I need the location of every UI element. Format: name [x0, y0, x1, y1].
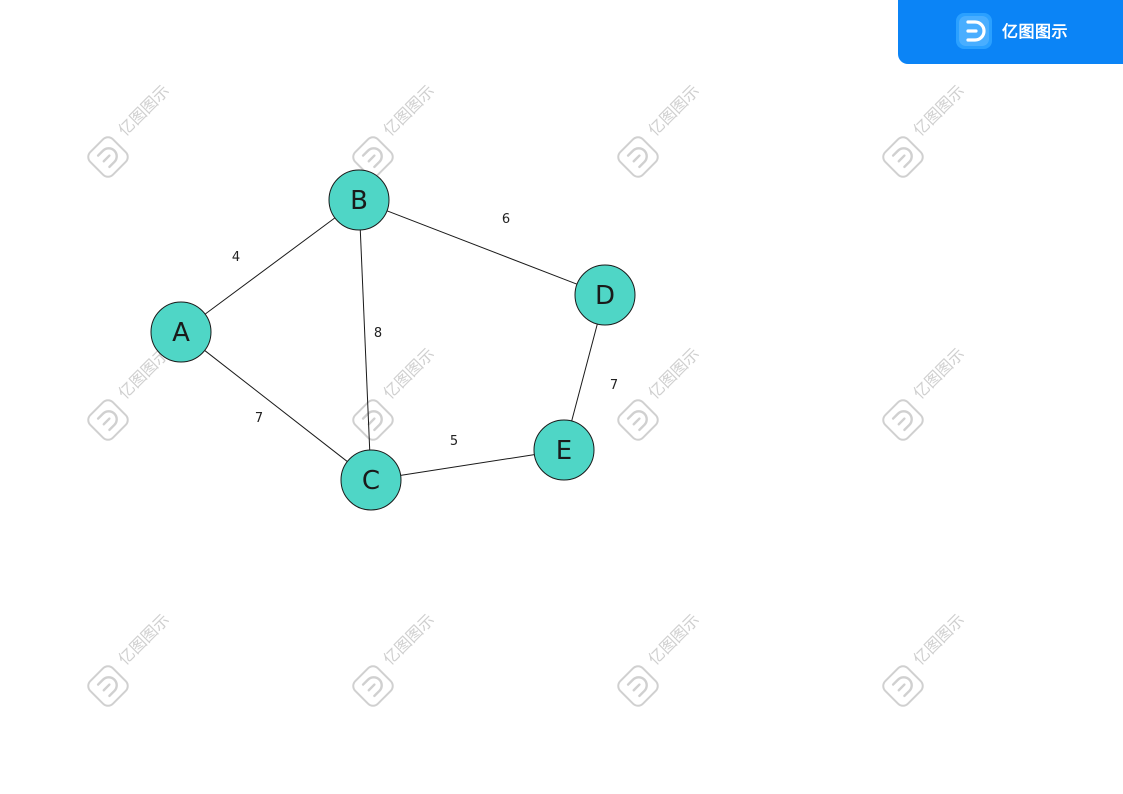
edraw-watermark-icon	[352, 665, 394, 707]
edge-weight-d-e: 7	[610, 378, 618, 393]
edraw-logo-icon	[956, 13, 992, 49]
watermark-text: 亿图图示	[114, 610, 173, 669]
node-label: B	[350, 186, 368, 216]
node-circle	[574, 264, 636, 326]
edraw-watermark-icon	[87, 136, 129, 178]
node-label: D	[595, 281, 615, 311]
edraw-watermark-icon	[617, 399, 659, 441]
node-circle	[328, 169, 390, 231]
node-c: C	[340, 449, 402, 511]
node-circle	[150, 301, 212, 363]
edge-weight-c-e: 5	[450, 434, 458, 449]
watermark-layer: 亿图图示亿图图示亿图图示亿图图示亿图图示亿图图示亿图图示亿图图示亿图图示亿图图示…	[87, 81, 968, 707]
graph-edge-labels: 4 7 8 6 5 7	[232, 212, 618, 449]
edraw-watermark-icon	[617, 136, 659, 178]
edge-weight-b-c: 8	[374, 326, 382, 341]
node-a: A	[150, 301, 212, 363]
edge-b-d	[386, 210, 578, 285]
edraw-watermark-icon	[352, 399, 394, 441]
watermark: 亿图图示	[617, 610, 703, 707]
brand-name: 亿图图示	[1002, 22, 1069, 41]
watermark: 亿图图示	[352, 81, 438, 178]
edraw-watermark-icon	[882, 399, 924, 441]
edraw-watermark-icon	[882, 136, 924, 178]
watermark-text: 亿图图示	[644, 610, 703, 669]
watermark-text: 亿图图示	[379, 81, 438, 140]
watermark: 亿图图示	[882, 610, 968, 707]
edge-c-e	[400, 454, 535, 476]
watermark: 亿图图示	[882, 81, 968, 178]
watermark: 亿图图示	[617, 81, 703, 178]
brand-banner	[898, 0, 1123, 64]
edge-weight-b-d: 6	[502, 212, 510, 227]
watermark-text: 亿图图示	[909, 81, 968, 140]
node-d: D	[574, 264, 636, 326]
watermark: 亿图图示	[87, 344, 173, 441]
watermark: 亿图图示	[87, 81, 173, 178]
node-b: B	[328, 169, 390, 231]
watermark-text: 亿图图示	[379, 610, 438, 669]
watermark: 亿图图示	[352, 344, 438, 441]
node-circle	[340, 449, 402, 511]
graph-edges	[204, 210, 598, 476]
watermark-text: 亿图图示	[644, 344, 703, 403]
edraw-watermark-icon	[87, 665, 129, 707]
edge-weight-a-c: 7	[255, 411, 263, 426]
edge-b-c	[359, 229, 371, 451]
watermark: 亿图图示	[87, 610, 173, 707]
edge-a-b	[204, 217, 336, 315]
node-e: E	[533, 419, 595, 481]
node-label: A	[172, 318, 190, 348]
edraw-watermark-icon	[87, 399, 129, 441]
watermark-text: 亿图图示	[114, 81, 173, 140]
node-circle	[533, 419, 595, 481]
watermark-text: 亿图图示	[379, 344, 438, 403]
watermark-text: 亿图图示	[909, 610, 968, 669]
watermark: 亿图图示	[352, 610, 438, 707]
node-label: C	[362, 466, 380, 496]
watermark: 亿图图示	[882, 344, 968, 441]
edraw-watermark-icon	[352, 136, 394, 178]
edge-d-e	[571, 323, 598, 422]
edraw-watermark-icon	[617, 665, 659, 707]
watermark: 亿图图示	[617, 344, 703, 441]
watermark-text: 亿图图示	[909, 344, 968, 403]
edge-weight-a-b: 4	[232, 250, 240, 265]
graph-nodes: A B C D E	[150, 169, 636, 511]
edge-a-c	[204, 350, 348, 462]
watermark-text: 亿图图示	[644, 81, 703, 140]
node-label: E	[556, 436, 572, 466]
edraw-watermark-icon	[882, 665, 924, 707]
